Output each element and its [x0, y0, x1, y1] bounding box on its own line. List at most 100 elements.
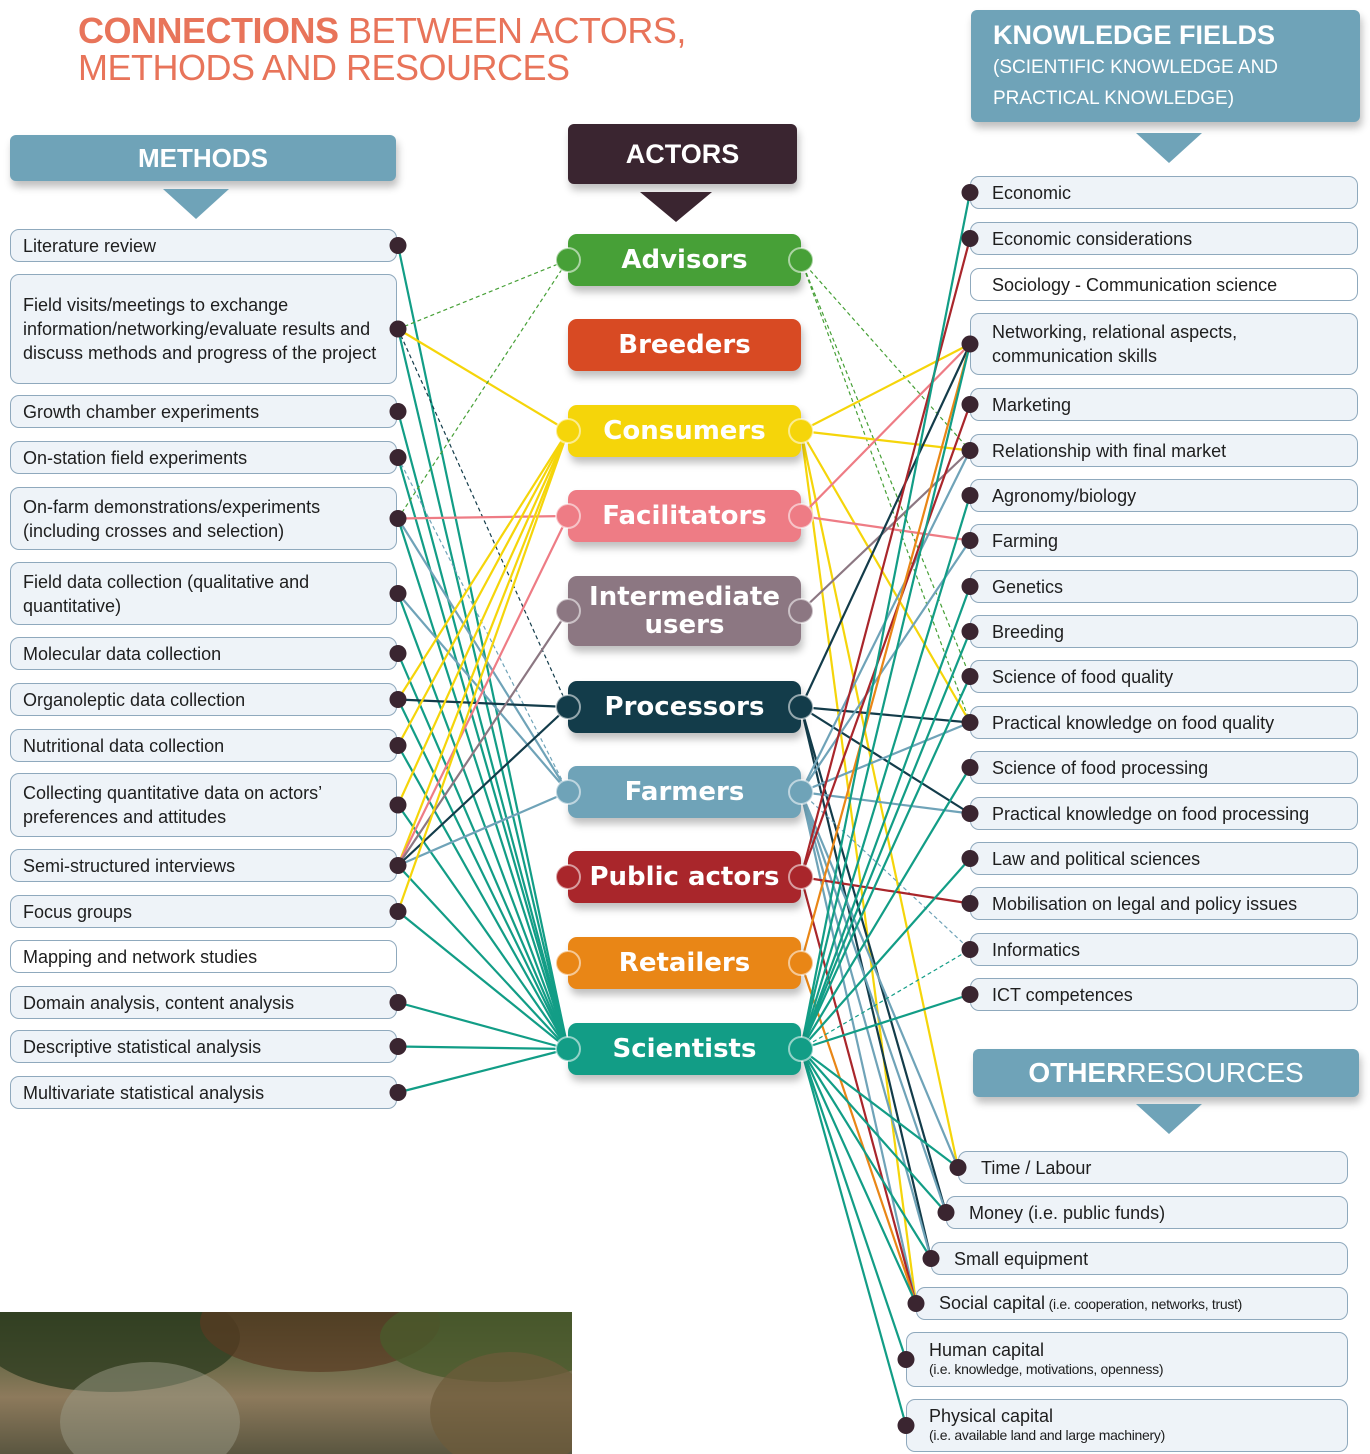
- knowledge-field-label: Science of food processing: [992, 757, 1209, 778]
- actor-knowledge-link: [799, 1048, 908, 1360]
- actor-knowledge-link: [800, 343, 971, 517]
- actor-knowledge-link: [799, 586, 972, 1050]
- actor-knowledge-link: [800, 259, 971, 723]
- actor-knowledge-link: [799, 1048, 908, 1426]
- knowledge-field-label: Practical knowledge on food quality: [992, 712, 1275, 733]
- method-actor-link: [397, 1001, 569, 1051]
- method-label: Focus groups: [23, 901, 133, 922]
- actor-advisors: Advisors: [568, 234, 801, 286]
- knowledge-field-item: Agronomy/biology: [970, 479, 1358, 512]
- method-actor-link: [396, 457, 570, 1050]
- actor-knowledge-link: [799, 876, 918, 1304]
- method-label: Mapping and network studies: [23, 946, 258, 967]
- method-actor-link: [397, 744, 569, 1050]
- actors-header: ACTORS: [568, 124, 797, 184]
- method-label: Descriptive statistical analysis: [23, 1036, 262, 1057]
- resource-label: Money (i.e. public funds): [969, 1202, 1166, 1223]
- method-item: Field data collection (qualitative and q…: [10, 562, 397, 625]
- resource-sublabel: (i.e. cooperation, networks, trust): [1045, 1296, 1243, 1312]
- actor-knowledge-link: [799, 676, 972, 1050]
- method-label: On-farm demonstrations/experiments (incl…: [23, 496, 321, 541]
- knowledge-field-label: Science of food quality: [992, 666, 1174, 687]
- actor-label: Consumers: [603, 416, 766, 446]
- resource-label: Small equipment: [954, 1248, 1089, 1269]
- method-actor-link: [397, 517, 569, 793]
- method-label: Domain analysis, content analysis: [23, 992, 295, 1013]
- method-item: Nutritional data collection: [10, 729, 397, 762]
- actor-label: Intermediate users: [589, 582, 780, 640]
- actor-label: Processors: [604, 692, 765, 722]
- method-item: Descriptive statistical analysis: [10, 1030, 397, 1063]
- knowledge-field-item: Informatics: [970, 933, 1358, 966]
- method-actor-link: [397, 698, 569, 709]
- actor-label: Breeders: [618, 330, 751, 360]
- knowledge-field-item: Science of food processing: [970, 751, 1358, 784]
- actor-knowledge-link: [800, 766, 971, 1050]
- method-item: Mapping and network studies: [10, 940, 397, 973]
- knowledge-field-item: Marketing: [970, 388, 1358, 421]
- method-actor-link: [396, 430, 570, 806]
- method-item: Semi-structured interviews: [10, 849, 397, 882]
- method-label: Field visits/meetings to exchange inform…: [23, 295, 377, 363]
- method-actor-link: [397, 610, 569, 867]
- method-actor-link: [397, 430, 569, 701]
- method-label: Growth chamber experiments: [23, 401, 260, 422]
- actor-label: Advisors: [621, 245, 748, 275]
- knowledge-field-label: Marketing: [992, 394, 1072, 415]
- method-actor-link: [397, 1047, 569, 1094]
- method-item: On-farm demonstrations/experiments (incl…: [10, 487, 397, 550]
- method-label: On-station field experiments: [23, 447, 248, 468]
- actor-knowledge-link: [799, 404, 972, 878]
- knowledge-field-item: Breeding: [970, 615, 1358, 648]
- method-actor-link: [397, 328, 569, 708]
- actor-knowledge-link: [799, 343, 972, 1050]
- knowledge-field-item: Genetics: [970, 570, 1358, 603]
- method-actor-link: [397, 790, 569, 867]
- actor-knowledge-link: [800, 857, 971, 1050]
- knowledge-field-item: ICT competences: [970, 978, 1358, 1011]
- actor-knowledge-link: [799, 791, 948, 1213]
- knowledge-field-label: Breeding: [992, 621, 1065, 642]
- method-label: Molecular data collection: [23, 643, 222, 664]
- knowledge-field-label: Sociology - Communication science: [992, 274, 1278, 295]
- method-actor-link: [396, 653, 570, 1050]
- actor-knowledge-link: [800, 993, 971, 1051]
- method-label: Multivariate statistical analysis: [23, 1082, 265, 1103]
- actor-knowledge-link: [799, 791, 933, 1259]
- method-item: Organoleptic data collection: [10, 683, 397, 716]
- knowledge-field-label: ICT competences: [992, 984, 1133, 1005]
- method-item: Literature review: [10, 229, 397, 262]
- actor-knowledge-link: [799, 791, 918, 1304]
- actor-retailers: Retailers: [568, 937, 801, 989]
- actor-knowledge-link: [799, 791, 960, 1168]
- methods-arrow-icon: [163, 189, 229, 219]
- method-actor-link: [397, 259, 569, 330]
- actor-knowledge-link: [799, 238, 972, 878]
- actor-knowledge-link: [799, 631, 972, 1050]
- knowledge-field-item: Practical knowledge on food quality: [970, 706, 1358, 739]
- knowledge-field-item: Practical knowledge on food processing: [970, 797, 1358, 830]
- resource-label: Time / Labour: [981, 1157, 1092, 1178]
- method-actor-link: [397, 864, 569, 1050]
- method-item: Growth chamber experiments: [10, 395, 397, 428]
- actor-knowledge-link: [800, 430, 971, 724]
- knowledge-field-item: Relationship with final market: [970, 434, 1358, 467]
- method-item: On-station field experiments: [10, 441, 397, 474]
- actor-facilitators: Facilitators: [568, 490, 801, 542]
- actor-consumers: Consumers: [568, 405, 801, 457]
- other-resources-arrow-icon: [1136, 1104, 1202, 1134]
- actor-breeders: Breeders: [568, 319, 801, 371]
- knowledge-field-label: Genetics: [992, 576, 1064, 597]
- knowledge-field-label: Economic considerations: [992, 228, 1193, 249]
- actor-knowledge-link: [799, 430, 960, 1168]
- actor-label: Public actors: [589, 862, 780, 892]
- resource-sublabel: (i.e. available land and large machinery…: [929, 1427, 1165, 1443]
- resource-item: Time / Labour: [958, 1151, 1348, 1184]
- actor-intermediate-users: Intermediate users: [568, 576, 801, 646]
- actor-knowledge-link: [800, 721, 971, 794]
- knowledge-field-label: Practical knowledge on food processing: [992, 803, 1310, 824]
- method-actor-link: [397, 1045, 569, 1051]
- knowledge-arrow-icon: [1136, 133, 1202, 163]
- method-actor-link: [397, 259, 569, 519]
